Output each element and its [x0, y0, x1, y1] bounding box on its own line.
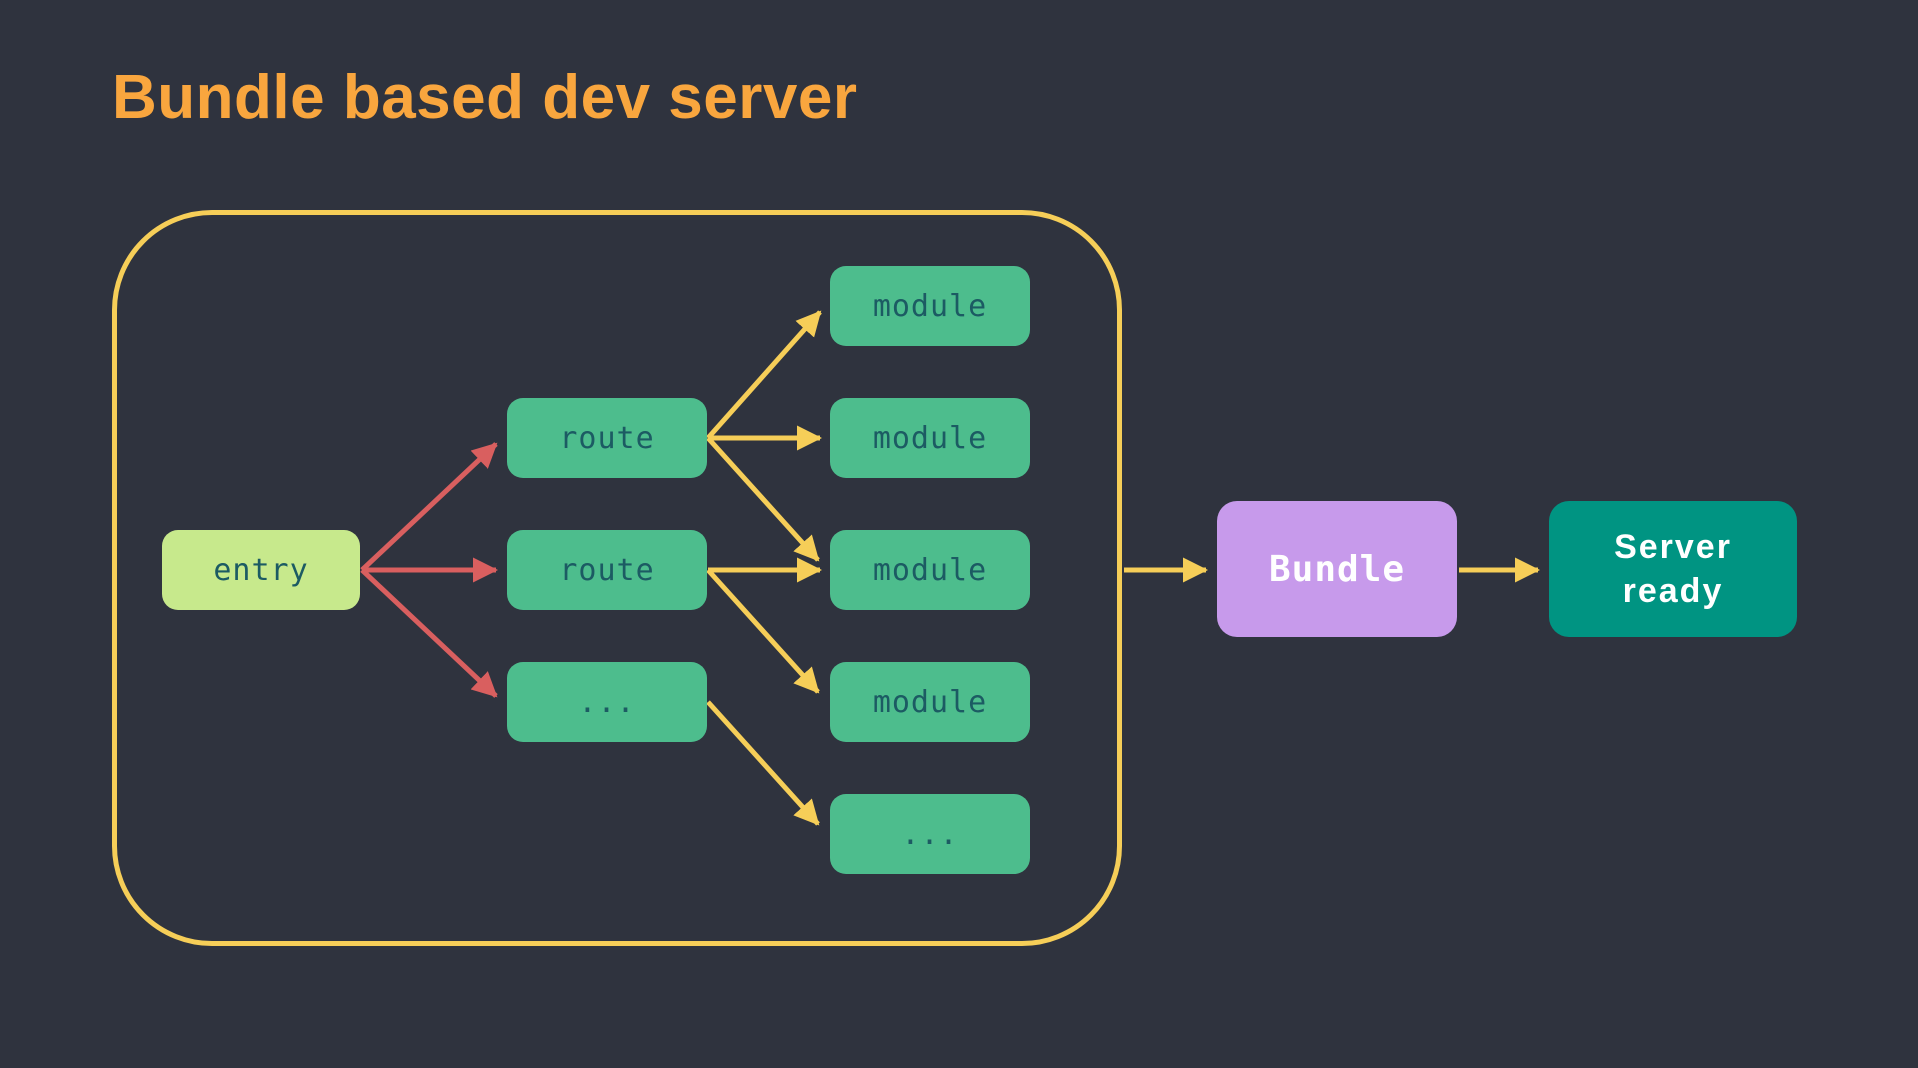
- node-route-2: route: [507, 530, 707, 610]
- node-module-1-label: module: [873, 289, 987, 324]
- node-module-ellipsis: ...: [830, 794, 1030, 874]
- node-module-3-label: module: [873, 553, 987, 588]
- node-route-ellipsis: ...: [507, 662, 707, 742]
- node-entry: entry: [162, 530, 360, 610]
- page-title: Bundle based dev server: [112, 62, 857, 133]
- node-module-4-label: module: [873, 685, 987, 720]
- node-route-ellipsis-label: ...: [578, 685, 635, 720]
- node-module-1: module: [830, 266, 1030, 346]
- node-bundle: Bundle: [1217, 501, 1457, 637]
- node-module-4: module: [830, 662, 1030, 742]
- node-bundle-label: Bundle: [1269, 549, 1405, 590]
- node-module-2-label: module: [873, 421, 987, 456]
- node-server-ready: Server ready: [1549, 501, 1797, 637]
- node-server-ready-line2: ready: [1623, 569, 1724, 613]
- node-module-ellipsis-label: ...: [901, 817, 958, 852]
- node-route-1: route: [507, 398, 707, 478]
- node-entry-label: entry: [213, 553, 308, 588]
- node-module-2: module: [830, 398, 1030, 478]
- node-route-1-label: route: [559, 421, 654, 456]
- node-server-ready-line1: Server: [1614, 525, 1732, 569]
- node-module-3: module: [830, 530, 1030, 610]
- node-route-2-label: route: [559, 553, 654, 588]
